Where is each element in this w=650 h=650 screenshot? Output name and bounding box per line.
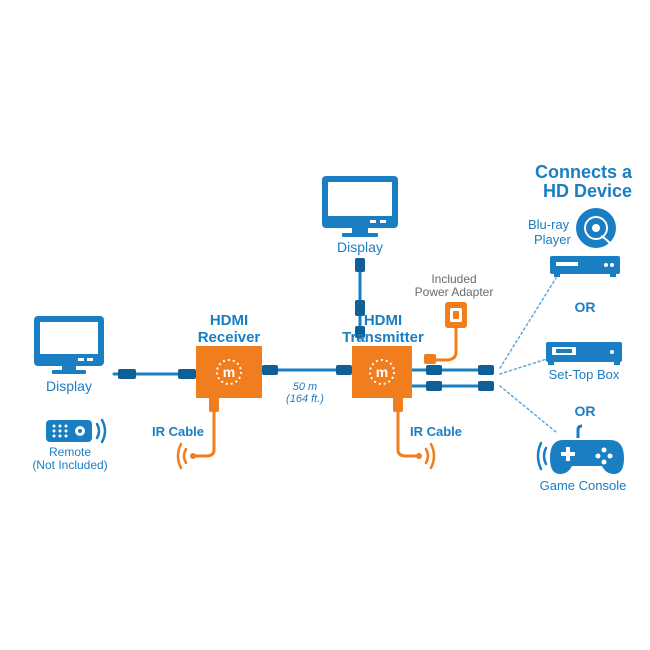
transmitter-label-line2: Transmitter xyxy=(342,329,424,346)
manhattan-logo-icon: m xyxy=(369,359,395,385)
power-adapter-icon xyxy=(445,302,467,328)
console-label: Game Console xyxy=(539,478,627,493)
hdmi-plug xyxy=(118,369,136,379)
hdmi-plug xyxy=(355,326,365,338)
ir-cable-left xyxy=(194,396,216,458)
diagram-title-line1: Connects a xyxy=(534,162,632,182)
display-left-label: Display xyxy=(46,378,92,394)
or-label-1: OR xyxy=(574,299,596,315)
hdmi-receiver-box: m xyxy=(196,346,262,398)
power-adapter-label-line1: Included xyxy=(431,272,477,286)
manhattan-logo-icon: m xyxy=(216,359,242,385)
bluray-label-line2: Player xyxy=(534,232,571,247)
svg-text:m: m xyxy=(376,364,388,380)
connectors xyxy=(118,258,494,412)
monitor-icon xyxy=(322,176,398,237)
disc-icon xyxy=(576,208,616,248)
rj45-plug xyxy=(336,365,352,375)
wifi-waves-icon xyxy=(95,418,107,444)
monitor-icon xyxy=(34,316,104,374)
dotted-link-settop xyxy=(499,355,557,375)
power-adapter-label-line2: Power Adapter xyxy=(414,285,494,299)
bluray-player-icon xyxy=(550,256,620,277)
ir-cable-right-label: IR Cable xyxy=(410,424,463,439)
hdmi-transmitter-box: m xyxy=(352,346,412,398)
power-plug xyxy=(424,354,436,364)
ir-plug xyxy=(393,396,403,412)
diagram-title-line2: HD Device xyxy=(542,181,632,201)
dotted-link-console xyxy=(499,385,557,433)
transmitter-label-line1: HDMI xyxy=(363,312,403,329)
settop-label: Set-Top Box xyxy=(548,367,620,382)
hdmi-plug xyxy=(355,258,365,272)
or-label-2: OR xyxy=(574,403,596,419)
receiver-label-line1: HDMI xyxy=(209,312,249,329)
wifi-waves-icon xyxy=(176,442,196,470)
ir-cable-left-label: IR Cable xyxy=(152,424,205,439)
power-cable xyxy=(424,326,458,362)
ir-cable-right xyxy=(396,396,418,458)
svg-text:m: m xyxy=(223,364,235,380)
receiver-label-line2: Receiver xyxy=(197,329,261,346)
set-top-box-icon xyxy=(546,342,622,365)
distance-label-line1: 50 m xyxy=(292,381,318,393)
hdmi-plug xyxy=(478,365,494,375)
ir-plug xyxy=(209,396,219,412)
remote-label-line2: (Not Included) xyxy=(32,458,108,472)
hdmi-plug xyxy=(426,365,442,375)
hdmi-plug xyxy=(478,381,494,391)
hdmi-plug xyxy=(426,381,442,391)
wifi-waves-icon xyxy=(416,442,436,470)
display-top-label: Display xyxy=(337,239,383,255)
wifi-waves-icon xyxy=(536,441,548,471)
hdmi-plug xyxy=(178,369,196,379)
remote-icon xyxy=(46,420,92,442)
bluray-label-line1: Blu-ray xyxy=(528,217,570,232)
remote-label-line1: Remote xyxy=(48,445,92,459)
rj45-plug xyxy=(262,365,278,375)
distance-label-line2: (164 ft.) xyxy=(286,393,324,405)
gamepad-icon xyxy=(550,424,624,474)
hdmi-plug xyxy=(355,300,365,316)
dotted-link-bluray xyxy=(499,277,557,369)
